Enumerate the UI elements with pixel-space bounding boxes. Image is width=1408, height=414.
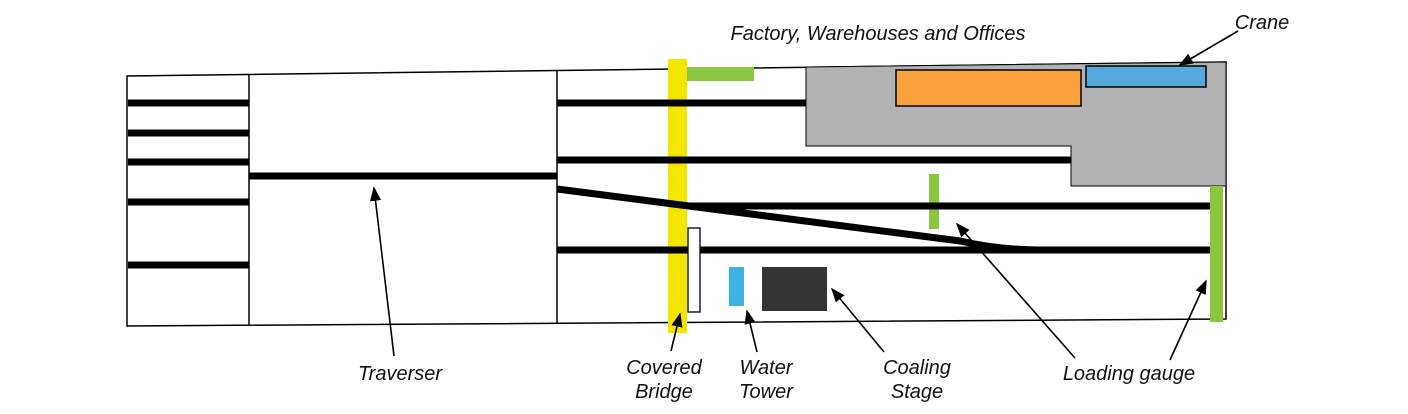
loading-gauge-arrow-right (1169, 279, 1207, 361)
coaling-stage-label-line1: Coaling (883, 357, 951, 379)
coaling-stage-arrow (830, 287, 885, 353)
crane-block (1085, 65, 1207, 88)
loading-gauge-middle (929, 174, 939, 229)
bridge-platform (687, 227, 701, 313)
tracks (128, 99, 1219, 269)
warehouse-block (895, 69, 1082, 107)
coaling-stage-label-line2: Stage (891, 381, 943, 403)
traverser-arrow (369, 186, 395, 357)
water-tower-label-line1: Water (740, 357, 794, 379)
covered-bridge-label-line1: Covered (626, 357, 702, 379)
green-strip-top (687, 67, 754, 81)
loading-gauge-label: Loading gauge (1063, 363, 1195, 385)
covered-bridge-label-line2: Bridge (635, 381, 693, 403)
covered-bridge-strip (668, 59, 687, 333)
loading-gauge-right (1210, 186, 1223, 322)
crane-arrow (1178, 30, 1239, 66)
water-tower-arrow (744, 309, 758, 353)
water-tower-block (729, 267, 744, 306)
factory-label: Factory, Warehouses and Offices (731, 23, 1026, 45)
traverser-label: Traverser (358, 363, 443, 385)
covered-bridge-arrow (670, 312, 683, 352)
diagonal-track (556, 185, 1041, 254)
water-tower-label-line2: Tower (739, 381, 794, 403)
annotation-arrows (369, 30, 1239, 361)
loading-gauge-arrow-middle (955, 222, 1076, 359)
crane-label: Crane (1235, 12, 1289, 34)
coaling-stage-block (762, 267, 827, 311)
